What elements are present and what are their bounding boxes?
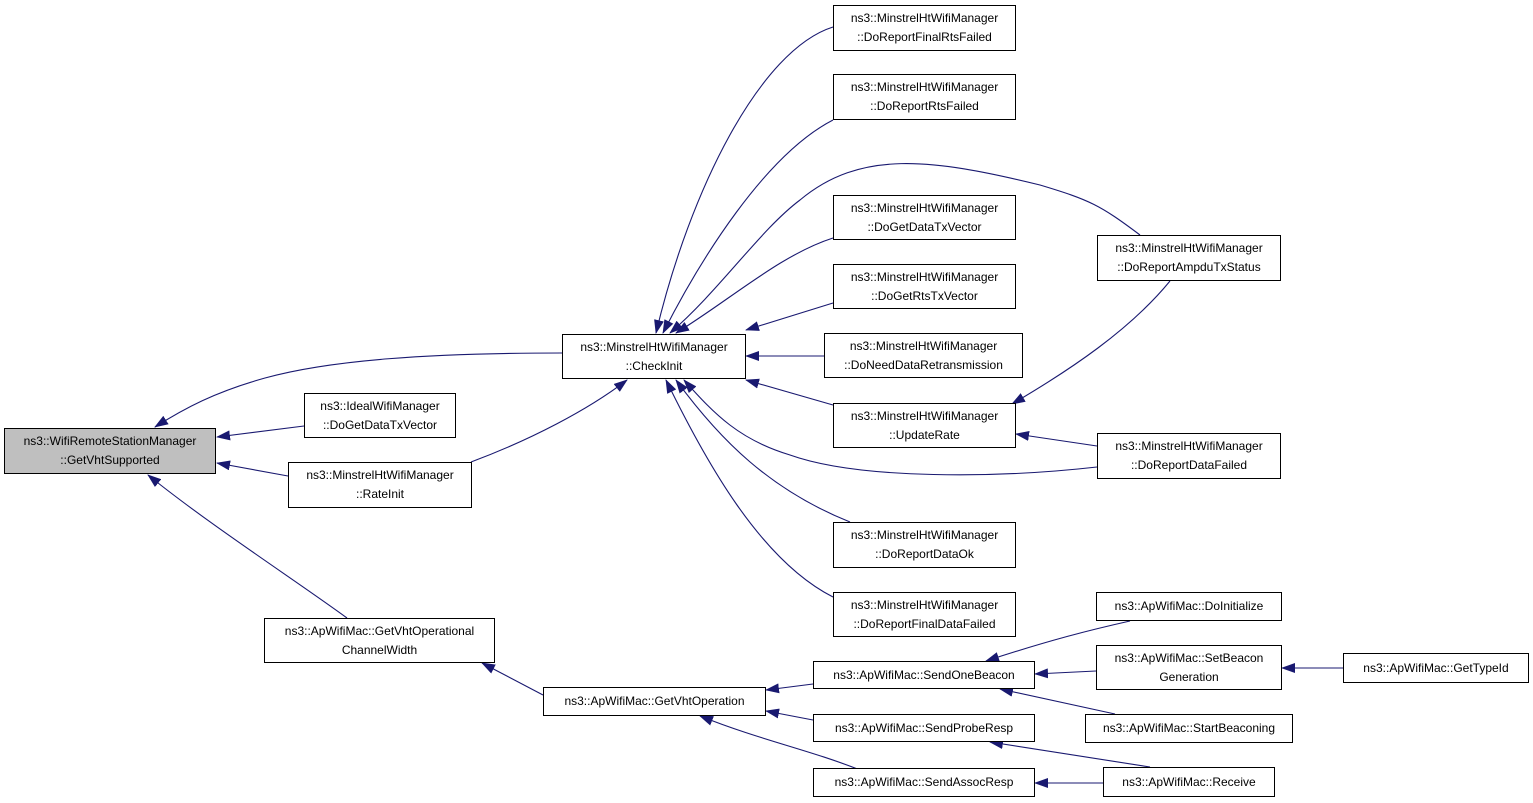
edge-ideal-get-data-tx-to-root [216,425,305,441]
node-set-beacon-gen-line1: ns3::ApWifiMac::SetBeacon [1114,650,1264,665]
node-do-get-rts-tx-vector[interactable]: ns3::MinstrelHtWifiManager ::DoGetRtsTxV… [833,264,1016,309]
node-rate-init-line1: ns3::MinstrelHtWifiManager [306,468,454,482]
node-report-data-failed-line1: ns3::MinstrelHtWifiManager [1115,439,1263,453]
node-get-data-tx-vector-line1: ns3::MinstrelHtWifiManager [850,200,999,215]
node-start-beaconing-line1: ns3::ApWifiMac::StartBeaconing [1102,721,1276,735]
node-check-init-line1: ns3::MinstrelHtWifiManager [580,339,728,354]
node-rate-init-line2: ::RateInit [355,487,405,501]
node-do-report-final-rts-failed[interactable]: ns3::MinstrelHtWifiManager ::DoReportFin… [833,5,1016,51]
node-send-assoc-resp-line1: ns3::ApWifiMac::SendAssocResp [834,775,1014,789]
node-root-get-vht-supported: ns3::WifiRemoteStationManager ::GetVhtSu… [4,428,216,474]
edge-send-one-beacon-to-get-vht-operation [765,683,814,694]
node-root-line1: ns3::WifiRemoteStationManager [23,434,197,448]
edge-report-rts-failed-to-check-init [662,119,834,334]
node-get-vht-operation[interactable]: ns3::ApWifiMac::GetVhtOperation [543,687,766,716]
edge-report-ampdu-tx-status-to-check-init [669,163,1141,334]
edge-get-vht-operation-to-get-vht-op-width [481,662,544,696]
node-report-data-failed-line2: ::DoReportDataFailed [1130,458,1248,472]
node-check-init-line2: ::CheckInit [625,358,683,373]
node-get-vht-operation-line1: ns3::ApWifiMac::GetVhtOperation [564,694,745,708]
node-do-initialize-line1: ns3::ApWifiMac::DoInitialize [1114,599,1264,613]
node-report-rts-failed-line2: ::DoReportRtsFailed [870,99,979,113]
edge-report-final-data-failed-to-check-init [665,379,834,598]
edge-update-rate-to-check-init [745,378,834,406]
edge-do-initialize-to-send-one-beacon [985,620,1131,662]
node-report-ampdu-line2: ::DoReportAmpduTxStatus [1117,260,1261,274]
node-report-final-data-failed-line2: ::DoReportFinalDataFailed [853,616,996,631]
edge-report-data-failed-to-update-rate [1015,430,1098,447]
node-ideal-do-get-data-tx-vector[interactable]: ns3::IdealWifiManager ::DoGetDataTxVecto… [304,393,456,438]
edge-send-assoc-resp-to-get-vht-operation [699,715,861,771]
node-do-initialize[interactable]: ns3::ApWifiMac::DoInitialize [1096,592,1282,621]
node-get-vht-op-width-line2: ChannelWidth [341,642,418,657]
node-rate-init[interactable]: ns3::MinstrelHtWifiManager ::RateInit [288,462,472,508]
node-do-report-data-ok[interactable]: ns3::MinstrelHtWifiManager ::DoReportDat… [833,522,1016,568]
node-get-vht-operational-channel-width[interactable]: ns3::ApWifiMac::GetVhtOperational Channe… [264,618,495,663]
edge-receive-to-send-probe-resp [989,739,1151,768]
node-do-report-final-data-failed[interactable]: ns3::MinstrelHtWifiManager ::DoReportFin… [833,592,1016,637]
node-send-assoc-resp[interactable]: ns3::ApWifiMac::SendAssocResp [813,768,1035,797]
edge-report-data-failed-to-check-init [683,379,1098,476]
node-do-report-data-failed[interactable]: ns3::MinstrelHtWifiManager ::DoReportDat… [1097,433,1281,479]
node-ideal-line2: ::DoGetDataTxVector [322,417,438,432]
edge-rate-init-to-root [216,460,289,477]
node-get-data-tx-vector-line2: ::DoGetDataTxVector [867,219,982,234]
node-report-final-rts-failed-line1: ns3::MinstrelHtWifiManager [850,11,999,25]
edge-report-data-ok-to-check-init [675,379,851,523]
node-send-one-beacon-line1: ns3::ApWifiMac::SendOneBeacon [833,667,1015,682]
node-root-line2: ::GetVhtSupported [60,453,160,467]
edge-start-beaconing-to-send-one-beacon [999,686,1116,715]
node-report-final-data-failed-line1: ns3::MinstrelHtWifiManager [850,597,999,612]
node-report-final-rts-failed-line2: ::DoReportFinalRtsFailed [857,30,992,44]
node-check-init[interactable]: ns3::MinstrelHtWifiManager ::CheckInit [562,334,746,379]
node-update-rate-line1: ns3::MinstrelHtWifiManager [850,408,999,423]
edge-set-beacon-gen-to-send-one-beacon [1034,668,1097,679]
edge-rate-init-to-check-init [470,379,628,463]
node-need-data-retrans-line2: ::DoNeedDataRetransmission [844,357,1003,372]
edge-get-data-tx-vector-to-check-init [675,237,834,334]
node-update-rate[interactable]: ns3::MinstrelHtWifiManager ::UpdateRate [833,403,1016,448]
node-report-data-ok-line1: ns3::MinstrelHtWifiManager [850,528,999,542]
node-do-need-data-retransmission[interactable]: ns3::MinstrelHtWifiManager ::DoNeedDataR… [824,333,1023,378]
node-do-get-data-tx-vector[interactable]: ns3::MinstrelHtWifiManager ::DoGetDataTx… [833,195,1016,240]
node-need-data-retrans-line1: ns3::MinstrelHtWifiManager [849,338,998,353]
node-send-one-beacon[interactable]: ns3::ApWifiMac::SendOneBeacon [813,661,1035,689]
node-do-report-ampdu-tx-status[interactable]: ns3::MinstrelHtWifiManager ::DoReportAmp… [1097,235,1281,281]
edge-check-init-to-root [154,352,563,428]
node-set-beacon-generation[interactable]: ns3::ApWifiMac::SetBeacon Generation [1096,645,1282,690]
node-get-rts-tx-vector-line2: ::DoGetRtsTxVector [871,288,978,303]
edge-report-final-rts-failed-to-check-init [654,26,834,334]
node-send-probe-resp[interactable]: ns3::ApWifiMac::SendProbeResp [813,714,1035,742]
node-report-rts-failed-line1: ns3::MinstrelHtWifiManager [850,80,999,94]
node-set-beacon-gen-line2: Generation [1159,669,1219,684]
edge-get-rts-tx-vector-to-check-init [745,302,834,331]
node-ideal-line1: ns3::IdealWifiManager [320,398,440,413]
node-update-rate-line2: ::UpdateRate [889,427,960,442]
node-receive-line1: ns3::ApWifiMac::Receive [1122,774,1256,789]
node-get-vht-op-width-line1: ns3::ApWifiMac::GetVhtOperational [284,623,475,638]
edge-report-ampdu-tx-status-to-update-rate [1011,280,1171,405]
node-get-type-id-line1: ns3::ApWifiMac::GetTypeId [1363,660,1509,675]
node-receive[interactable]: ns3::ApWifiMac::Receive [1103,767,1275,797]
node-get-type-id[interactable]: ns3::ApWifiMac::GetTypeId [1343,653,1529,683]
node-report-data-ok-line2: ::DoReportDataOk [875,547,974,561]
edge-get-vht-op-width-to-root [147,474,348,619]
node-get-rts-tx-vector-line1: ns3::MinstrelHtWifiManager [850,269,999,284]
node-do-report-rts-failed[interactable]: ns3::MinstrelHtWifiManager ::DoReportRts… [833,74,1016,120]
node-send-probe-resp-line1: ns3::ApWifiMac::SendProbeResp [834,720,1014,735]
node-start-beaconing[interactable]: ns3::ApWifiMac::StartBeaconing [1085,714,1293,743]
node-report-ampdu-line1: ns3::MinstrelHtWifiManager [1115,241,1263,255]
edge-send-probe-resp-to-get-vht-operation [765,708,814,721]
